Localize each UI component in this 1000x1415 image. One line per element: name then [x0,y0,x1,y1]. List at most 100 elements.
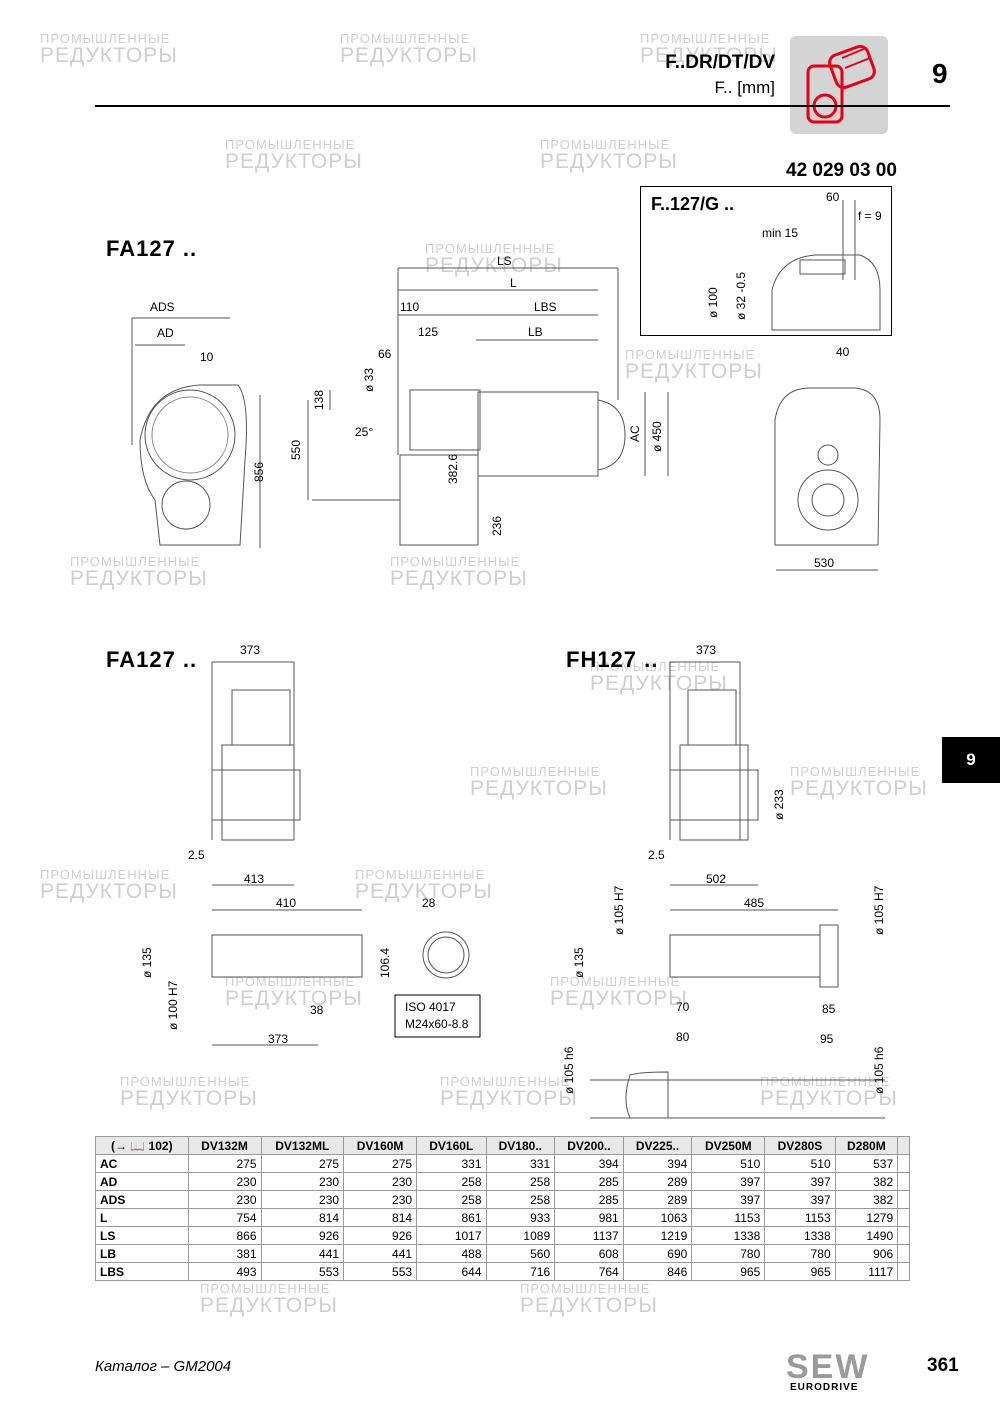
dim-fa-100: ø 100 H7 [166,980,180,1030]
dim-fh-85: 85 [822,1002,836,1016]
fh127-view [590,661,885,1119]
table-cell: 331 [416,1154,487,1173]
table-column-header: DV160L [416,1136,487,1155]
table-cell: 981 [554,1208,624,1227]
table-cell: 275 [260,1154,345,1173]
table-column-header: DV132ML [260,1136,345,1155]
dim-ads: ADS [150,300,175,314]
dim-60: 60 [826,190,840,204]
table-cell: 1063 [622,1208,693,1227]
front-view [131,317,261,548]
inset-box [640,186,892,336]
dim-ad: AD [157,326,174,340]
dim-110: 110 [400,300,420,314]
table-row-label: LBS [95,1262,189,1281]
table-column-header: DV160M [343,1136,418,1155]
table-cell: 230 [187,1190,262,1209]
table-cell: 926 [260,1226,345,1245]
dim-min15: min 15 [762,226,799,240]
table-column-header: DV132M [187,1136,262,1155]
view-label-fh127: FH127 .. [566,647,659,672]
table-row-label: L [95,1208,189,1227]
dim-fh-105a: ø 105 H7 [612,885,626,935]
table-cell: 441 [343,1244,418,1263]
view-label-fa127-top: FA127 .. [106,236,198,261]
table-row-label: AD [95,1172,189,1191]
dim-l: L [510,276,517,290]
header-rule [95,105,950,107]
gearmotor-thumbnail [790,36,888,134]
dim-fh-233: ø 233 [772,789,786,820]
table-cell: 1089 [485,1226,556,1245]
dim-fa-135: ø 135 [140,947,154,978]
dim-10: 10 [200,350,214,364]
document-number: 42 029 03 00 [786,160,897,181]
table-row-label: LS [95,1226,189,1245]
table-cell: 1137 [554,1226,624,1245]
view-label-fa127-hollow: FA127 .. [106,647,198,672]
table-cell: 394 [554,1154,624,1173]
table-cell: 258 [416,1172,487,1191]
table-cell: 926 [343,1226,418,1245]
dim-550: 550 [289,439,303,460]
dim-fh-105c: ø 105 h6 [562,1046,576,1094]
table-cell: 1219 [622,1226,693,1245]
dim-450: ø 450 [650,421,664,452]
table-ref-header[interactable]: (→ 📖 102) [95,1136,189,1155]
dim-138: 138 [312,389,326,410]
table-cell: 608 [554,1244,624,1263]
table-cell: 230 [260,1190,345,1209]
table-cell: 1117 [834,1262,899,1281]
dim-530: 530 [814,556,835,570]
table-column-header: DV200.. [554,1136,624,1155]
dim-fa-373b: 373 [268,1032,289,1046]
table-cell: 1153 [691,1208,766,1227]
table-cell: 441 [260,1244,345,1263]
table-cell: 1017 [416,1226,487,1245]
table-row-label: ADS [95,1190,189,1209]
table-cell: 275 [187,1154,262,1173]
table-header-row: (→ 📖 102) DV132M DV132ML DV160M DV160L D… [95,1136,910,1155]
table-cell: 764 [554,1262,624,1281]
table-cell: 1490 [834,1226,899,1245]
table-cell [897,1244,910,1263]
chapter-tab[interactable]: 9 [942,737,1000,783]
table-cell: 933 [485,1208,556,1227]
dim-fa-28: 28 [422,896,436,910]
table-cell: 382 [834,1190,899,1209]
table-cell: 331 [485,1154,556,1173]
table-cell: 258 [485,1190,556,1209]
table-cell: 690 [622,1244,693,1263]
table-cell [897,1172,910,1191]
table-cell: 510 [764,1154,836,1173]
table-column-header: DV250M [691,1136,766,1155]
inset-drawing [771,200,881,331]
dim-33: ø 33 [362,367,376,392]
table-cell: 258 [485,1172,556,1191]
catalog-label: Каталог – GM2004 [95,1358,232,1375]
dim-f9: f = 9 [858,209,882,223]
dim-100-inset: ø 100 [706,287,720,318]
table-cell: 285 [554,1172,624,1191]
table-cell: 275 [343,1154,418,1173]
table-cell: 965 [691,1262,766,1281]
